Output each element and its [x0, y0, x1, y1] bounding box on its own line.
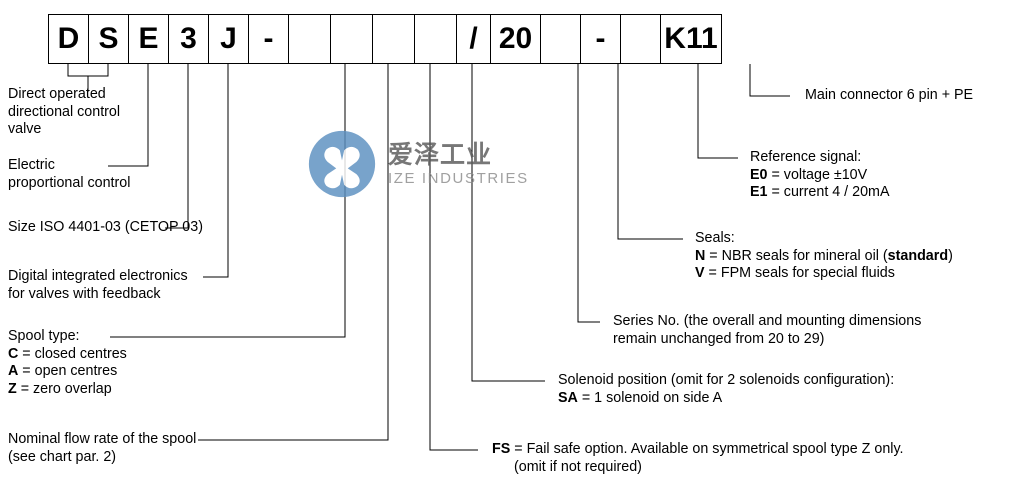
- seals-desc-n-b: ): [948, 247, 953, 264]
- nominal-flow-line-1: Nominal flow rate of the spool: [8, 431, 197, 447]
- fail-safe-code: FS: [492, 441, 511, 457]
- code-box-14[interactable]: [621, 15, 661, 63]
- series-no-line-1: Series No. (the overall and mounting dim…: [613, 313, 922, 329]
- spool-type-desc-c: = closed centres: [18, 345, 127, 362]
- main-connector-line-1: Main connector 6 pin + PE: [805, 87, 974, 103]
- fail-safe-line-2: (omit if not required): [514, 458, 642, 475]
- seals-option-n: N = NBR seals for mineral oil (standard): [695, 248, 953, 266]
- callout-electric-proportional: Electric proportional control: [8, 157, 130, 192]
- size-line-1: Size ISO 4401-03 (CETOP 03): [8, 219, 203, 235]
- callout-digital-electronics: Digital integrated electronics for valve…: [8, 268, 188, 303]
- reference-signal-heading: Reference signal:: [750, 149, 862, 165]
- direct-operated-line-2: directional control: [8, 103, 121, 120]
- code-box-15[interactable]: K11: [664, 22, 718, 55]
- fail-safe-line-1: FS = Fail safe option. Available on symm…: [492, 441, 904, 459]
- seals-desc-v: = FPM seals for special fluids: [704, 265, 895, 282]
- code-box-10[interactable]: /: [457, 15, 491, 63]
- callout-nominal-flow: Nominal flow rate of the spool (see char…: [8, 431, 196, 466]
- code-box-5[interactable]: -: [249, 15, 289, 63]
- solenoid-position-code-sa: SA: [558, 389, 578, 406]
- code-box-6[interactable]: [289, 15, 331, 63]
- callout-main-connector: Main connector 6 pin + PE: [805, 87, 973, 105]
- electric-proportional-line-2: proportional control: [8, 174, 131, 191]
- solenoid-position-option-sa: SA = 1 solenoid on side A: [558, 390, 894, 408]
- spool-type-code-a: A: [8, 363, 19, 380]
- ize-logo-icon: [308, 130, 376, 198]
- direct-operated-line-3: valve: [8, 121, 42, 138]
- callout-series-no: Series No. (the overall and mounting dim…: [613, 313, 921, 348]
- code-box-11[interactable]: 20: [491, 15, 541, 63]
- direct-operated-line-1: Direct operated: [8, 86, 106, 102]
- nominal-flow-line-2: (see chart par. 2): [8, 448, 117, 465]
- reference-signal-option-e0: E0 = voltage ±10V: [750, 167, 889, 185]
- spool-type-code-c: C: [8, 345, 19, 362]
- callout-reference-signal: Reference signal: E0 = voltage ±10V E1 =…: [750, 149, 889, 202]
- code-box-0[interactable]: D: [49, 15, 89, 63]
- code-box-8[interactable]: [373, 15, 415, 63]
- code-box-1[interactable]: S: [89, 15, 129, 63]
- reference-signal-code-e0: E0: [750, 166, 768, 183]
- digital-electronics-line-2: for valves with feedback: [8, 285, 161, 302]
- seals-code-v: V: [695, 265, 705, 282]
- reference-signal-desc-e1: = current 4 / 20mA: [767, 184, 890, 201]
- seals-code-n: N: [695, 247, 706, 264]
- code-box-9[interactable]: [415, 15, 457, 63]
- code-box-4[interactable]: J: [209, 15, 249, 63]
- spool-type-heading: Spool type:: [8, 328, 80, 344]
- spool-type-desc-z: = zero overlap: [16, 380, 112, 397]
- code-box-3[interactable]: 3: [169, 15, 209, 63]
- callout-size: Size ISO 4401-03 (CETOP 03): [8, 219, 203, 237]
- seals-desc-n-a: = NBR seals for mineral oil (: [705, 247, 888, 264]
- spool-type-code-z: Z: [8, 380, 17, 397]
- watermark-chinese-text: 爱泽工业: [388, 140, 493, 169]
- solenoid-position-desc-sa: = 1 solenoid on side A: [577, 389, 723, 406]
- spool-type-option-a: A = open centres: [8, 363, 127, 381]
- digital-electronics-line-1: Digital integrated electronics: [8, 268, 188, 284]
- electric-proportional-line-1: Electric: [8, 157, 55, 173]
- code-box-12[interactable]: [541, 15, 581, 63]
- callout-seals: Seals: N = NBR seals for mineral oil (st…: [695, 230, 953, 283]
- watermark-logo: 爱泽工业 IZE INDUSTRIES: [306, 128, 529, 200]
- callout-fail-safe: FS = Fail safe option. Available on symm…: [492, 441, 904, 476]
- code-box-13[interactable]: -: [581, 15, 621, 63]
- code-box-2[interactable]: E: [129, 15, 169, 63]
- seals-heading: Seals:: [695, 230, 735, 246]
- callout-direct-operated: Direct operated directional control valv…: [8, 86, 120, 139]
- reference-signal-code-e1: E1: [750, 184, 768, 201]
- spool-type-option-c: C = closed centres: [8, 346, 127, 364]
- spool-type-desc-a: = open centres: [18, 363, 118, 380]
- code-box-7[interactable]: [331, 15, 373, 63]
- seals-desc-n-standard: standard: [887, 247, 949, 264]
- solenoid-position-heading: Solenoid position (omit for 2 solenoids …: [558, 372, 895, 388]
- callout-spool-type: Spool type: C = closed centres A = open …: [8, 328, 127, 398]
- reference-signal-option-e1: E1 = current 4 / 20mA: [750, 184, 889, 202]
- spool-type-option-z: Z = zero overlap: [8, 381, 127, 399]
- watermark-english-text: IZE INDUSTRIES: [388, 169, 529, 187]
- reference-signal-desc-e0: = voltage ±10V: [767, 166, 868, 183]
- fail-safe-desc: = Fail safe option. Available on symmetr…: [510, 441, 904, 457]
- series-no-line-2: remain unchanged from 20 to 29): [613, 330, 825, 347]
- seals-option-v: V = FPM seals for special fluids: [695, 265, 953, 283]
- callout-solenoid-position: Solenoid position (omit for 2 solenoids …: [558, 372, 894, 407]
